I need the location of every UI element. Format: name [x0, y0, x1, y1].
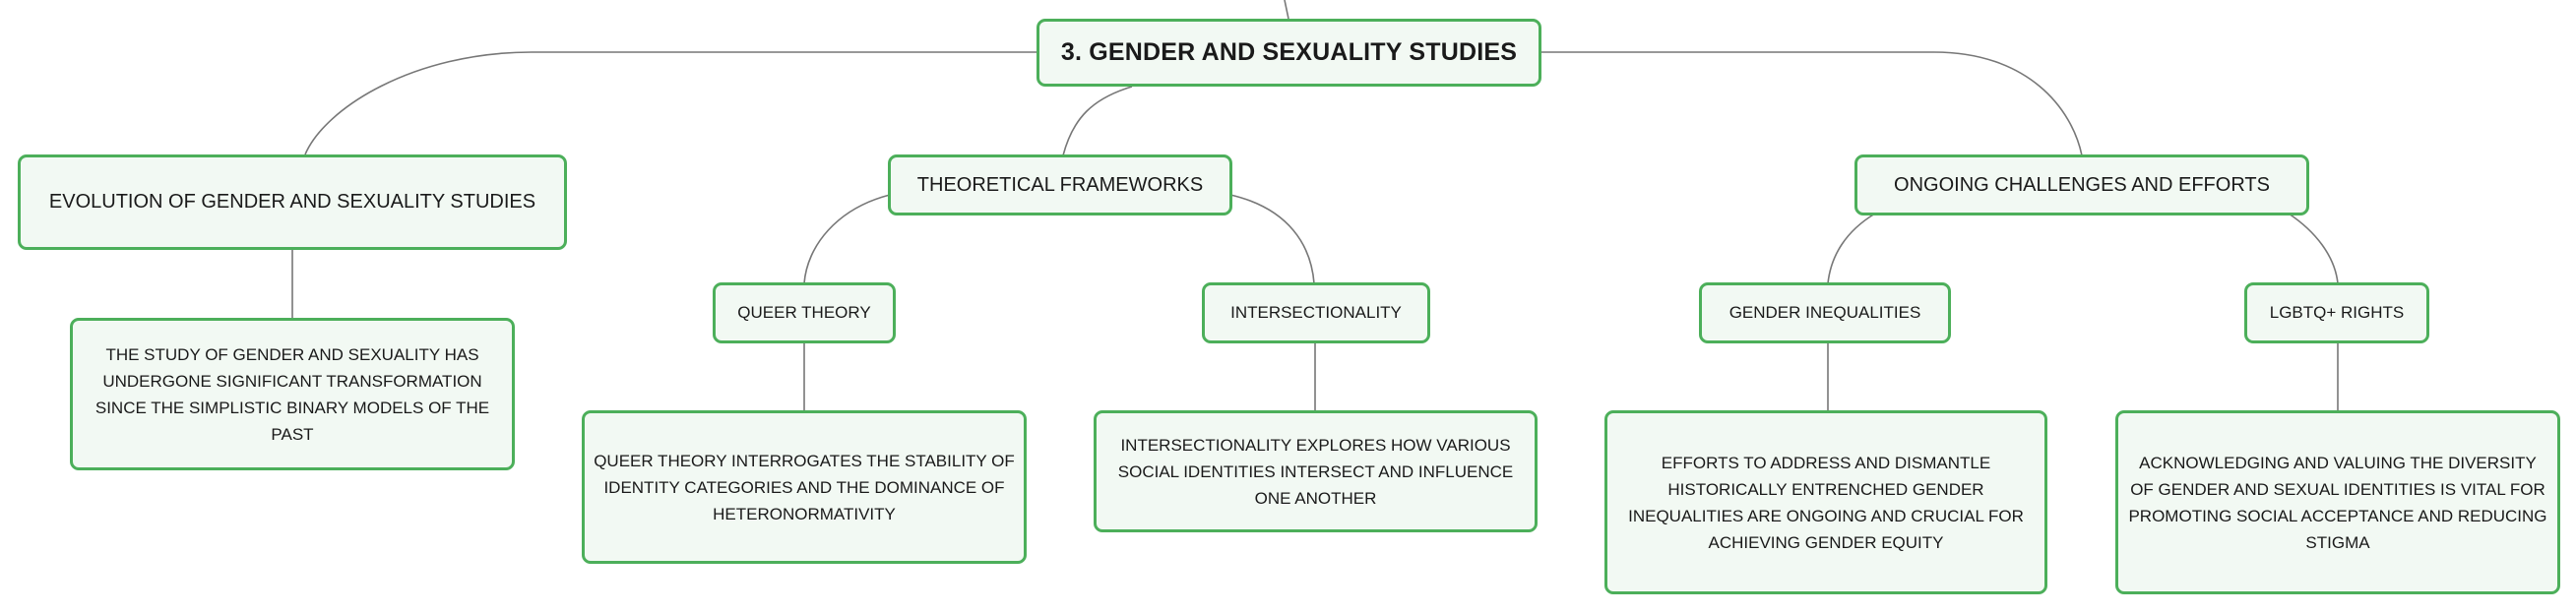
detail-intersectionality-text: INTERSECTIONALITY EXPLORES HOW VARIOUS S…: [1117, 435, 1514, 508]
topic-queer-theory-label: QUEER THEORY: [737, 303, 871, 322]
topic-lgbtq-rights-label: LGBTQ+ RIGHTS: [2269, 303, 2405, 322]
connector-root-frameworks: [1062, 86, 1133, 156]
connector-frameworks-intersectionality: [1229, 194, 1315, 284]
detail-queer-theory[interactable]: QUEER THEORY INTERROGATES THE STABILITY …: [582, 410, 1027, 564]
branch-frameworks-label: THEORETICAL FRAMEWORKS: [916, 173, 1204, 196]
connector-frameworks-queer: [803, 194, 891, 284]
topic-lgbtq-rights[interactable]: LGBTQ+ RIGHTS: [2244, 282, 2429, 343]
topic-intersectionality[interactable]: INTERSECTIONALITY: [1202, 282, 1430, 343]
connector-challenges-inequalities: [1827, 213, 1876, 284]
branch-ongoing-challenges[interactable]: ONGOING CHALLENGES AND EFFORTS: [1854, 154, 2309, 215]
detail-intersectionality[interactable]: INTERSECTIONALITY EXPLORES HOW VARIOUS S…: [1094, 410, 1538, 532]
detail-evolution-text: THE STUDY OF GENDER AND SEXUALITY HAS UN…: [94, 344, 490, 444]
detail-lgbtq-rights[interactable]: ACKNOWLEDGING AND VALUING THE DIVERSITY …: [2115, 410, 2560, 594]
topic-intersectionality-label: INTERSECTIONALITY: [1230, 303, 1402, 322]
detail-lgbtq-rights-text: ACKNOWLEDGING AND VALUING THE DIVERSITY …: [2128, 453, 2547, 552]
topic-queer-theory[interactable]: QUEER THEORY: [713, 282, 896, 343]
branch-challenges-label: ONGOING CHALLENGES AND EFFORTS: [1894, 173, 2270, 196]
connector-parent-root: [1284, 0, 1289, 20]
root-label: 3. GENDER AND SEXUALITY STUDIES: [1060, 38, 1518, 66]
connector-root-challenges: [1538, 51, 2083, 156]
detail-evolution[interactable]: THE STUDY OF GENDER AND SEXUALITY HAS UN…: [70, 318, 515, 470]
root-node[interactable]: 3. GENDER AND SEXUALITY STUDIES: [1037, 19, 1541, 87]
branch-theoretical-frameworks[interactable]: THEORETICAL FRAMEWORKS: [888, 154, 1232, 215]
detail-queer-theory-text: QUEER THEORY INTERROGATES THE STABILITY …: [594, 451, 1015, 523]
connector-challenges-lgbtq: [2288, 213, 2339, 284]
connector-root-evolution: [304, 51, 1037, 155]
branch-evolution-label: EVOLUTION OF GENDER AND SEXUALITY STUDIE…: [48, 191, 536, 213]
detail-gender-inequalities[interactable]: EFFORTS TO ADDRESS AND DISMANTLE HISTORI…: [1604, 410, 2047, 594]
topic-gender-inequalities-label: GENDER INEQUALITIES: [1728, 303, 1921, 322]
topic-gender-inequalities[interactable]: GENDER INEQUALITIES: [1699, 282, 1951, 343]
detail-gender-inequalities-text: EFFORTS TO ADDRESS AND DISMANTLE HISTORI…: [1628, 453, 2024, 552]
branch-evolution[interactable]: EVOLUTION OF GENDER AND SEXUALITY STUDIE…: [18, 154, 567, 250]
